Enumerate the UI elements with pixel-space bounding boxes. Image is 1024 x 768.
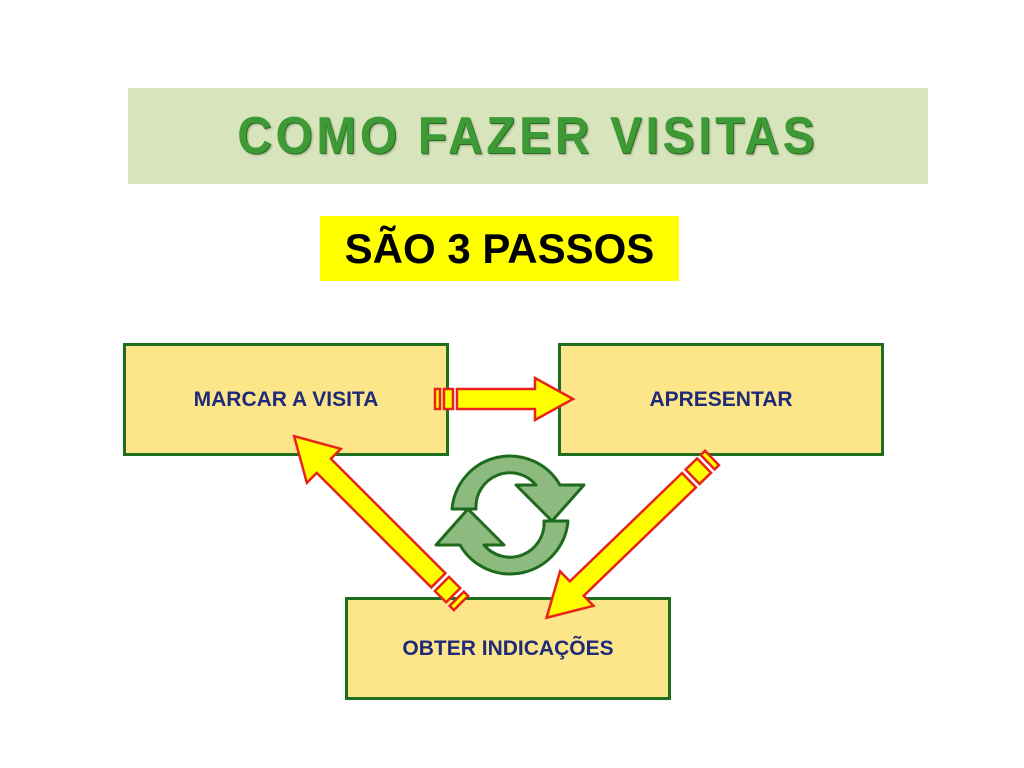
page-title: COMO FAZER VISITAS	[237, 107, 819, 165]
striped-arrow-icon-marcar-to-apresentar	[433, 375, 576, 423]
step-box-obter-indicacoes: OBTER INDICAÇÕES	[345, 597, 671, 700]
subtitle-highlight: SÃO 3 PASSOS	[320, 216, 679, 281]
cycle-refresh-icon	[434, 454, 586, 576]
step-label-marcar-visita: MARCAR A VISITA	[193, 387, 379, 411]
step-box-marcar-visita: MARCAR A VISITA	[123, 343, 449, 456]
step-label-obter-indicacoes: OBTER INDICAÇÕES	[402, 636, 614, 660]
step-label-apresentar: APRESENTAR	[649, 387, 793, 411]
step-box-apresentar: APRESENTAR	[558, 343, 884, 456]
title-banner: COMO FAZER VISITAS	[128, 88, 928, 184]
